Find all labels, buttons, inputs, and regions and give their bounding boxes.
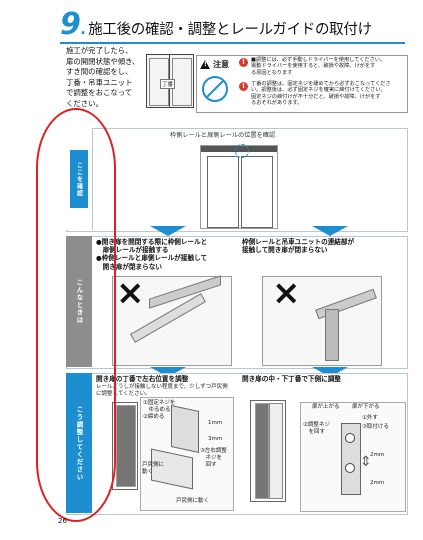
case1-illustration bbox=[112, 275, 232, 366]
caution-note-1: ■調整には、必ず手動しドライバーを使用してください。 電動ドライバーを使用すると… bbox=[251, 57, 386, 76]
down-arrow-icon bbox=[312, 367, 348, 377]
fix-left-door-illustration bbox=[112, 402, 138, 490]
fix-right-step-3: ③取付ける bbox=[362, 424, 389, 430]
case1-text: ●開き扉を開閉する際に枠側レールと 扉側レールが接触する ●枠側レールと扉側レー… bbox=[96, 238, 208, 271]
section-number-dot: . bbox=[80, 22, 87, 38]
fix-left-heading: 開き扉の丁番で左右位置を調整 bbox=[96, 375, 189, 383]
fix-left-hinge-illustration bbox=[140, 397, 234, 511]
page-title: 9 . 施工後の確認・調整とレールガイドの取付け bbox=[60, 10, 372, 45]
section-number: 9 bbox=[60, 7, 81, 42]
fix-right-dimension-1: 2mm bbox=[370, 452, 385, 458]
caution-label: 注意 bbox=[213, 60, 229, 69]
check-tab-label: ここを確認 bbox=[70, 150, 88, 208]
case2-text: 枠側レールと吊車ユニットの連結部が 接触して開き扉が閉まらない bbox=[242, 238, 355, 255]
caution-box bbox=[196, 55, 408, 113]
caution-heading: ! 注意 bbox=[200, 59, 229, 70]
warning-dot-icon: ! bbox=[239, 58, 248, 67]
door-check-illustration bbox=[200, 144, 278, 229]
fix-left-dimension-1: 1mm bbox=[208, 420, 223, 426]
fix-right-dimension-2: 2mm bbox=[370, 480, 385, 486]
check-caption: 枠側レールと扉側レールの位置を確認 bbox=[170, 132, 276, 139]
fix-left-subtext: レールどうしが接触しない程度まで、少しずつ戸尻側 に調整してください。 bbox=[96, 384, 228, 397]
fix-right-step-1: ①外す bbox=[362, 415, 378, 421]
fix-tab-label: こう調整してください bbox=[75, 405, 83, 481]
warning-dot-icon: ! bbox=[239, 82, 248, 91]
red-highlight-oval bbox=[36, 108, 116, 522]
intro-text: 施工が完了したら、 扉の開閉状態や傾き、 すき間の確認をし、 丁番・吊車ユニット… bbox=[66, 46, 140, 108]
fix-right-heading: 開き扉の中・下丁番で下側に調整 bbox=[242, 375, 341, 383]
down-arrow-icon bbox=[150, 226, 186, 236]
down-arrow-icon bbox=[150, 367, 186, 377]
fix-left-steps: ①固定ネジを ゆるめる ②締める bbox=[143, 400, 176, 420]
no-power-tool-icon bbox=[202, 76, 228, 102]
title-rule bbox=[60, 42, 405, 44]
page-number: 26 bbox=[58, 517, 67, 525]
fix-left-side-note: 戸尻側に 動く bbox=[142, 462, 165, 475]
fix-right-up-label: 扉が上がる bbox=[312, 404, 340, 410]
case2-illustration bbox=[262, 276, 382, 366]
fix-right-hinge-illustration bbox=[300, 402, 406, 512]
fix-left-adjust-step: ③左右調整 ネジを 回す bbox=[200, 448, 227, 468]
hinge-label: 丁番 bbox=[160, 79, 176, 89]
down-arrow-icon bbox=[312, 226, 348, 236]
if-tab-label: こんなときは bbox=[75, 279, 83, 324]
fix-right-door-illustration bbox=[250, 400, 286, 502]
if-tab: こんなときは bbox=[66, 236, 92, 367]
warning-triangle-icon: ! bbox=[200, 60, 210, 69]
fix-left-dimension-2: 3mm bbox=[208, 436, 223, 442]
fix-right-step-2: ②調整ネジ を回す bbox=[303, 422, 330, 435]
x-mark-icon: × bbox=[116, 273, 145, 313]
fix-left-bottom-note: 戸尻側に動く bbox=[176, 498, 210, 504]
caution-note-2: 丁番の調整は、固定ネジを緩めてから必ずおこなってくださ い。調整後は、必ず固定ネ… bbox=[251, 81, 391, 106]
up-down-arrow-icon: ⇕ bbox=[360, 454, 372, 470]
x-mark-icon: × bbox=[272, 273, 301, 313]
page-title-text: 施工後の確認・調整とレールガイドの取付け bbox=[88, 22, 372, 38]
fix-right-down-label: 扉が下がる bbox=[352, 404, 380, 410]
